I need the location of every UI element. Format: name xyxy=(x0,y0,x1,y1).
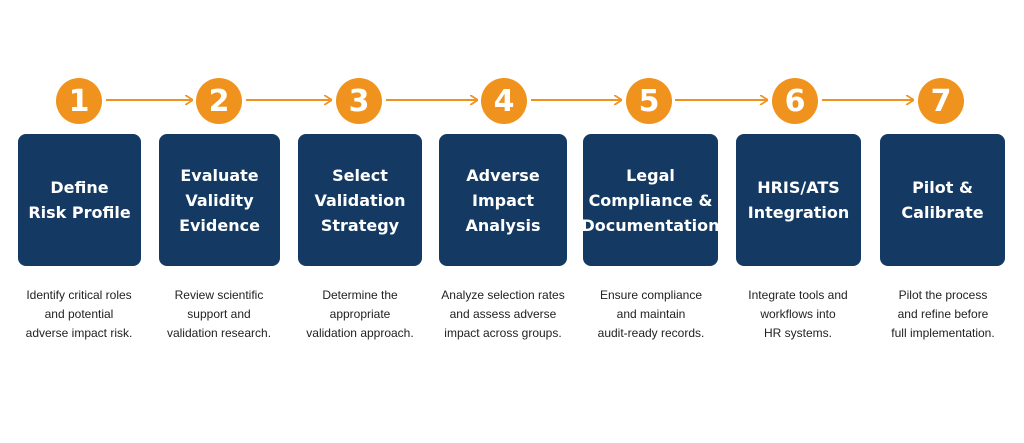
step-title-box: HRIS/ATS Integration xyxy=(736,134,861,266)
step-title-box: Evaluate Validity Evidence xyxy=(159,134,280,266)
step-description: Integrate tools and workflows into HR sy… xyxy=(748,288,848,340)
step-description: Pilot the process and refine before full… xyxy=(891,288,995,340)
step-number-badge: 6 xyxy=(772,78,818,124)
step-number-badge: 7 xyxy=(918,78,964,124)
step-description: Analyze selection rates and assess adver… xyxy=(441,288,565,340)
step-description: Identify critical roles and potential ad… xyxy=(25,288,133,340)
step-title-box: Adverse Impact Analysis xyxy=(439,134,567,266)
step-number-badge: 3 xyxy=(336,78,382,124)
step-title-box: Define Risk Profile xyxy=(18,134,141,266)
step-description: Determine the appropriate validation app… xyxy=(306,288,414,340)
step-title-box: Select Validation Strategy xyxy=(298,134,422,266)
step-description: Review scientific support and validation… xyxy=(166,288,272,340)
step-description: Ensure compliance and maintain audit-rea… xyxy=(597,288,705,340)
step-number-badge: 2 xyxy=(196,78,242,124)
step-number-badge: 1 xyxy=(56,78,102,124)
step-number-badge: 5 xyxy=(626,78,672,124)
step-title-box: Legal Compliance & Documentation xyxy=(581,134,720,266)
step-title-box: Pilot & Calibrate xyxy=(880,134,1005,266)
step-number-badge: 4 xyxy=(481,78,527,124)
